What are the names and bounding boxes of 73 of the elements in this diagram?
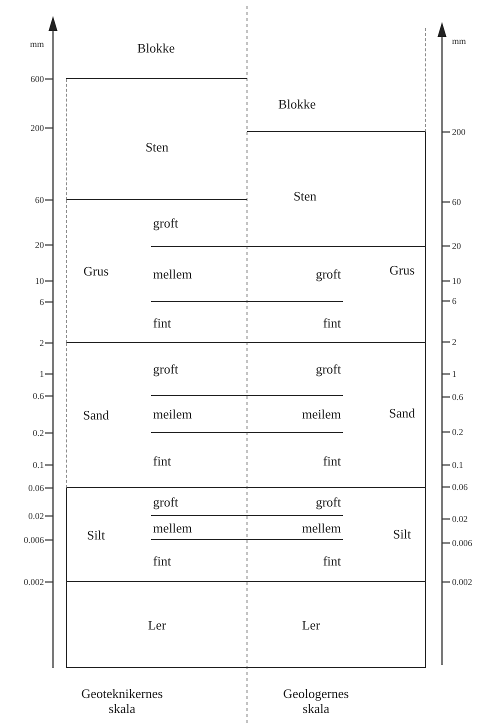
size-band [247,247,426,343]
subclass-label: fint [153,554,172,568]
tick-label: 0.6 [452,392,464,402]
subclass-label: groft [153,362,178,376]
tick-label: 60 [452,197,461,207]
tick-label: 0.06 [452,482,468,492]
class-label: Ler [148,618,166,632]
scale-caption: Geoteknikernes skala [80,686,164,716]
subclass-label: mellem [153,520,192,535]
tick-label: 0.002 [452,577,472,587]
tick-label: 2 [452,337,456,347]
tick-label: 1 [40,369,44,379]
tick-label: 0.1 [452,460,464,470]
subclass-label: fint [322,554,341,568]
size-band [247,582,426,668]
tick-label: 200 [452,127,466,137]
subclass-label: mellem [302,520,341,535]
tick-label: 0.06 [28,483,44,493]
tick-label: 6 [452,296,456,306]
class-label: Sand [83,408,109,422]
size-band [247,132,426,247]
tick-label: 0.2 [32,428,44,438]
tick-label: 0.6 [32,391,44,401]
size-band [66,200,247,343]
class-label: Sten [145,140,169,154]
tick-label: 0.2 [452,427,464,437]
size-band [247,488,426,582]
tick-label: 6 [40,297,44,307]
tick-label: 0.02 [28,511,44,521]
class-label: Silt [392,526,412,542]
tick-label: 0.1 [32,460,44,470]
scale-caption: Geologernes skala [282,686,350,716]
subclass-label: groft [153,216,178,230]
subclass-label: meilem [153,406,192,422]
tick-label: 0.002 [24,577,44,587]
tick-label: 60 [35,195,44,205]
unit-label: mm [452,36,466,46]
tick-label: 200 [30,123,44,133]
tick-label: 10 [452,276,461,286]
subclass-label: groft [316,362,341,376]
tick-label: 0.02 [452,514,468,524]
class-label: Sten [293,188,317,204]
subclass-label: fint [322,453,341,468]
size-band [66,343,247,488]
tick-label: 2 [40,338,44,348]
size-band [247,28,426,132]
size-band [66,79,247,200]
tick-label: 1 [452,369,456,379]
tick-label: 20 [452,241,461,251]
subclass-label: fint [153,453,172,468]
tick-label: 0.006 [452,538,472,548]
subclass-label: groft [153,494,178,509]
tick-label: 20 [35,240,44,250]
size-band [66,582,247,668]
subclass-label: fint [322,315,341,330]
tick-label: 0.006 [24,535,44,545]
subclass-label: mellem [153,266,192,282]
size-band [66,488,247,582]
class-label: Sand [389,406,415,420]
tick-label: 10 [35,276,44,286]
tick-label: 600 [30,74,44,84]
unit-label: mm [30,39,44,49]
subclass-label: fint [153,315,172,330]
size-band [247,343,426,488]
class-label: Silt [86,528,106,542]
class-label: Blokke [278,96,316,112]
class-label: Grus [83,264,109,278]
subclass-label: meilem [302,406,341,422]
class-label: Ler [302,618,320,632]
subclass-label: groft [316,494,341,509]
class-label: Blokke [137,40,175,56]
class-label: Grus [389,262,415,278]
subclass-label: groft [316,266,341,282]
